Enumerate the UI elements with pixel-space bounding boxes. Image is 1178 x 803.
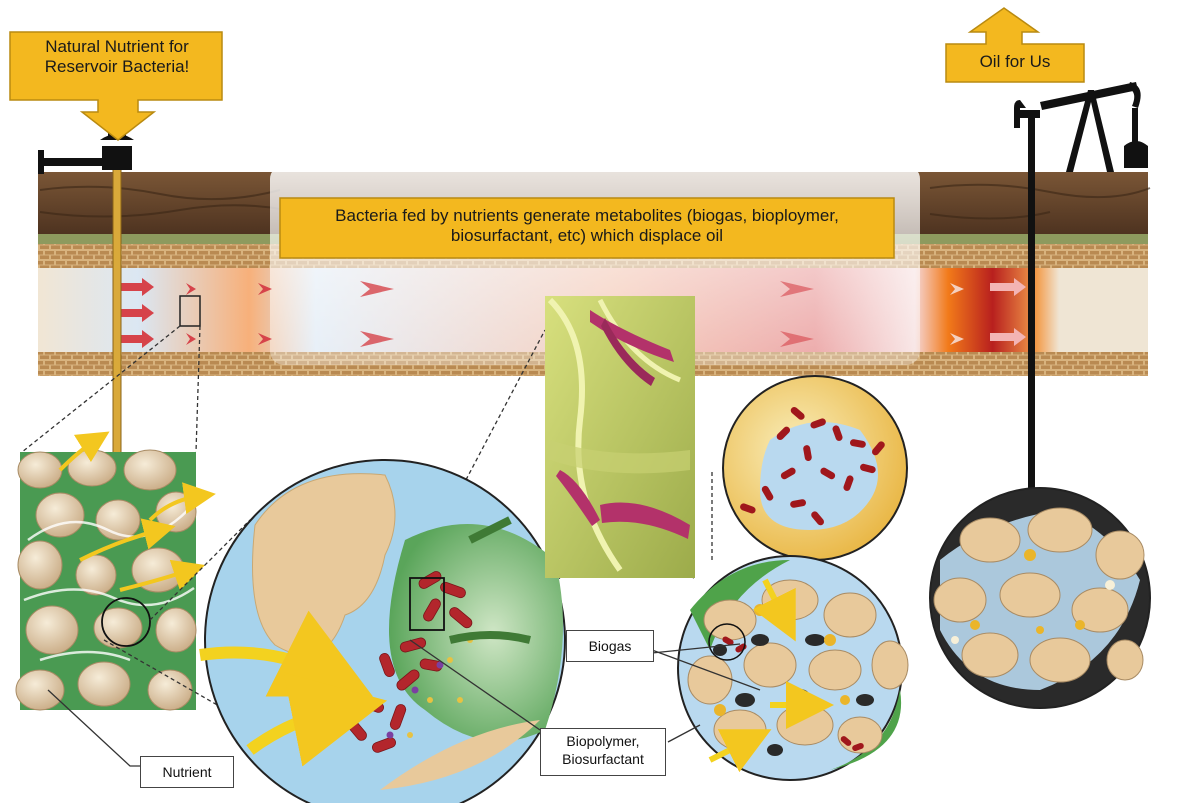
- inset-marker-box: [179, 295, 201, 327]
- bacteria-colony-circle: [722, 375, 908, 561]
- nutrient-callout-text: Natural Nutrient for Reservoir Bacteria!: [44, 37, 190, 77]
- production-well: [1014, 82, 1148, 550]
- oil-callout-text: Oil for Us: [979, 52, 1051, 71]
- label-leader-lines: [47, 639, 761, 767]
- nutrient-callout-arrow: [9, 31, 223, 141]
- oil-callout-arrow: [945, 7, 1085, 83]
- pump-jack-icon: [1014, 82, 1148, 172]
- sand-inset-panel: [15, 431, 216, 711]
- valve-icon: [100, 132, 134, 170]
- main-banner-text: Bacteria fed by nutrients generate metab…: [335, 206, 839, 246]
- biogas-label: Biogas: [566, 630, 654, 662]
- sem-micrograph: [545, 296, 695, 578]
- pore-scale-circle: [199, 459, 566, 803]
- porous-media-circle: [677, 555, 909, 781]
- valve-pipe: [40, 158, 122, 166]
- oil-recovery-circle: [929, 487, 1151, 709]
- biopolymer-label: Biopolymer, Biosurfactant: [540, 728, 666, 776]
- nutrient-label: Nutrient: [140, 756, 234, 788]
- flow-arrows: [120, 278, 1026, 348]
- main-banner-box: [279, 197, 895, 259]
